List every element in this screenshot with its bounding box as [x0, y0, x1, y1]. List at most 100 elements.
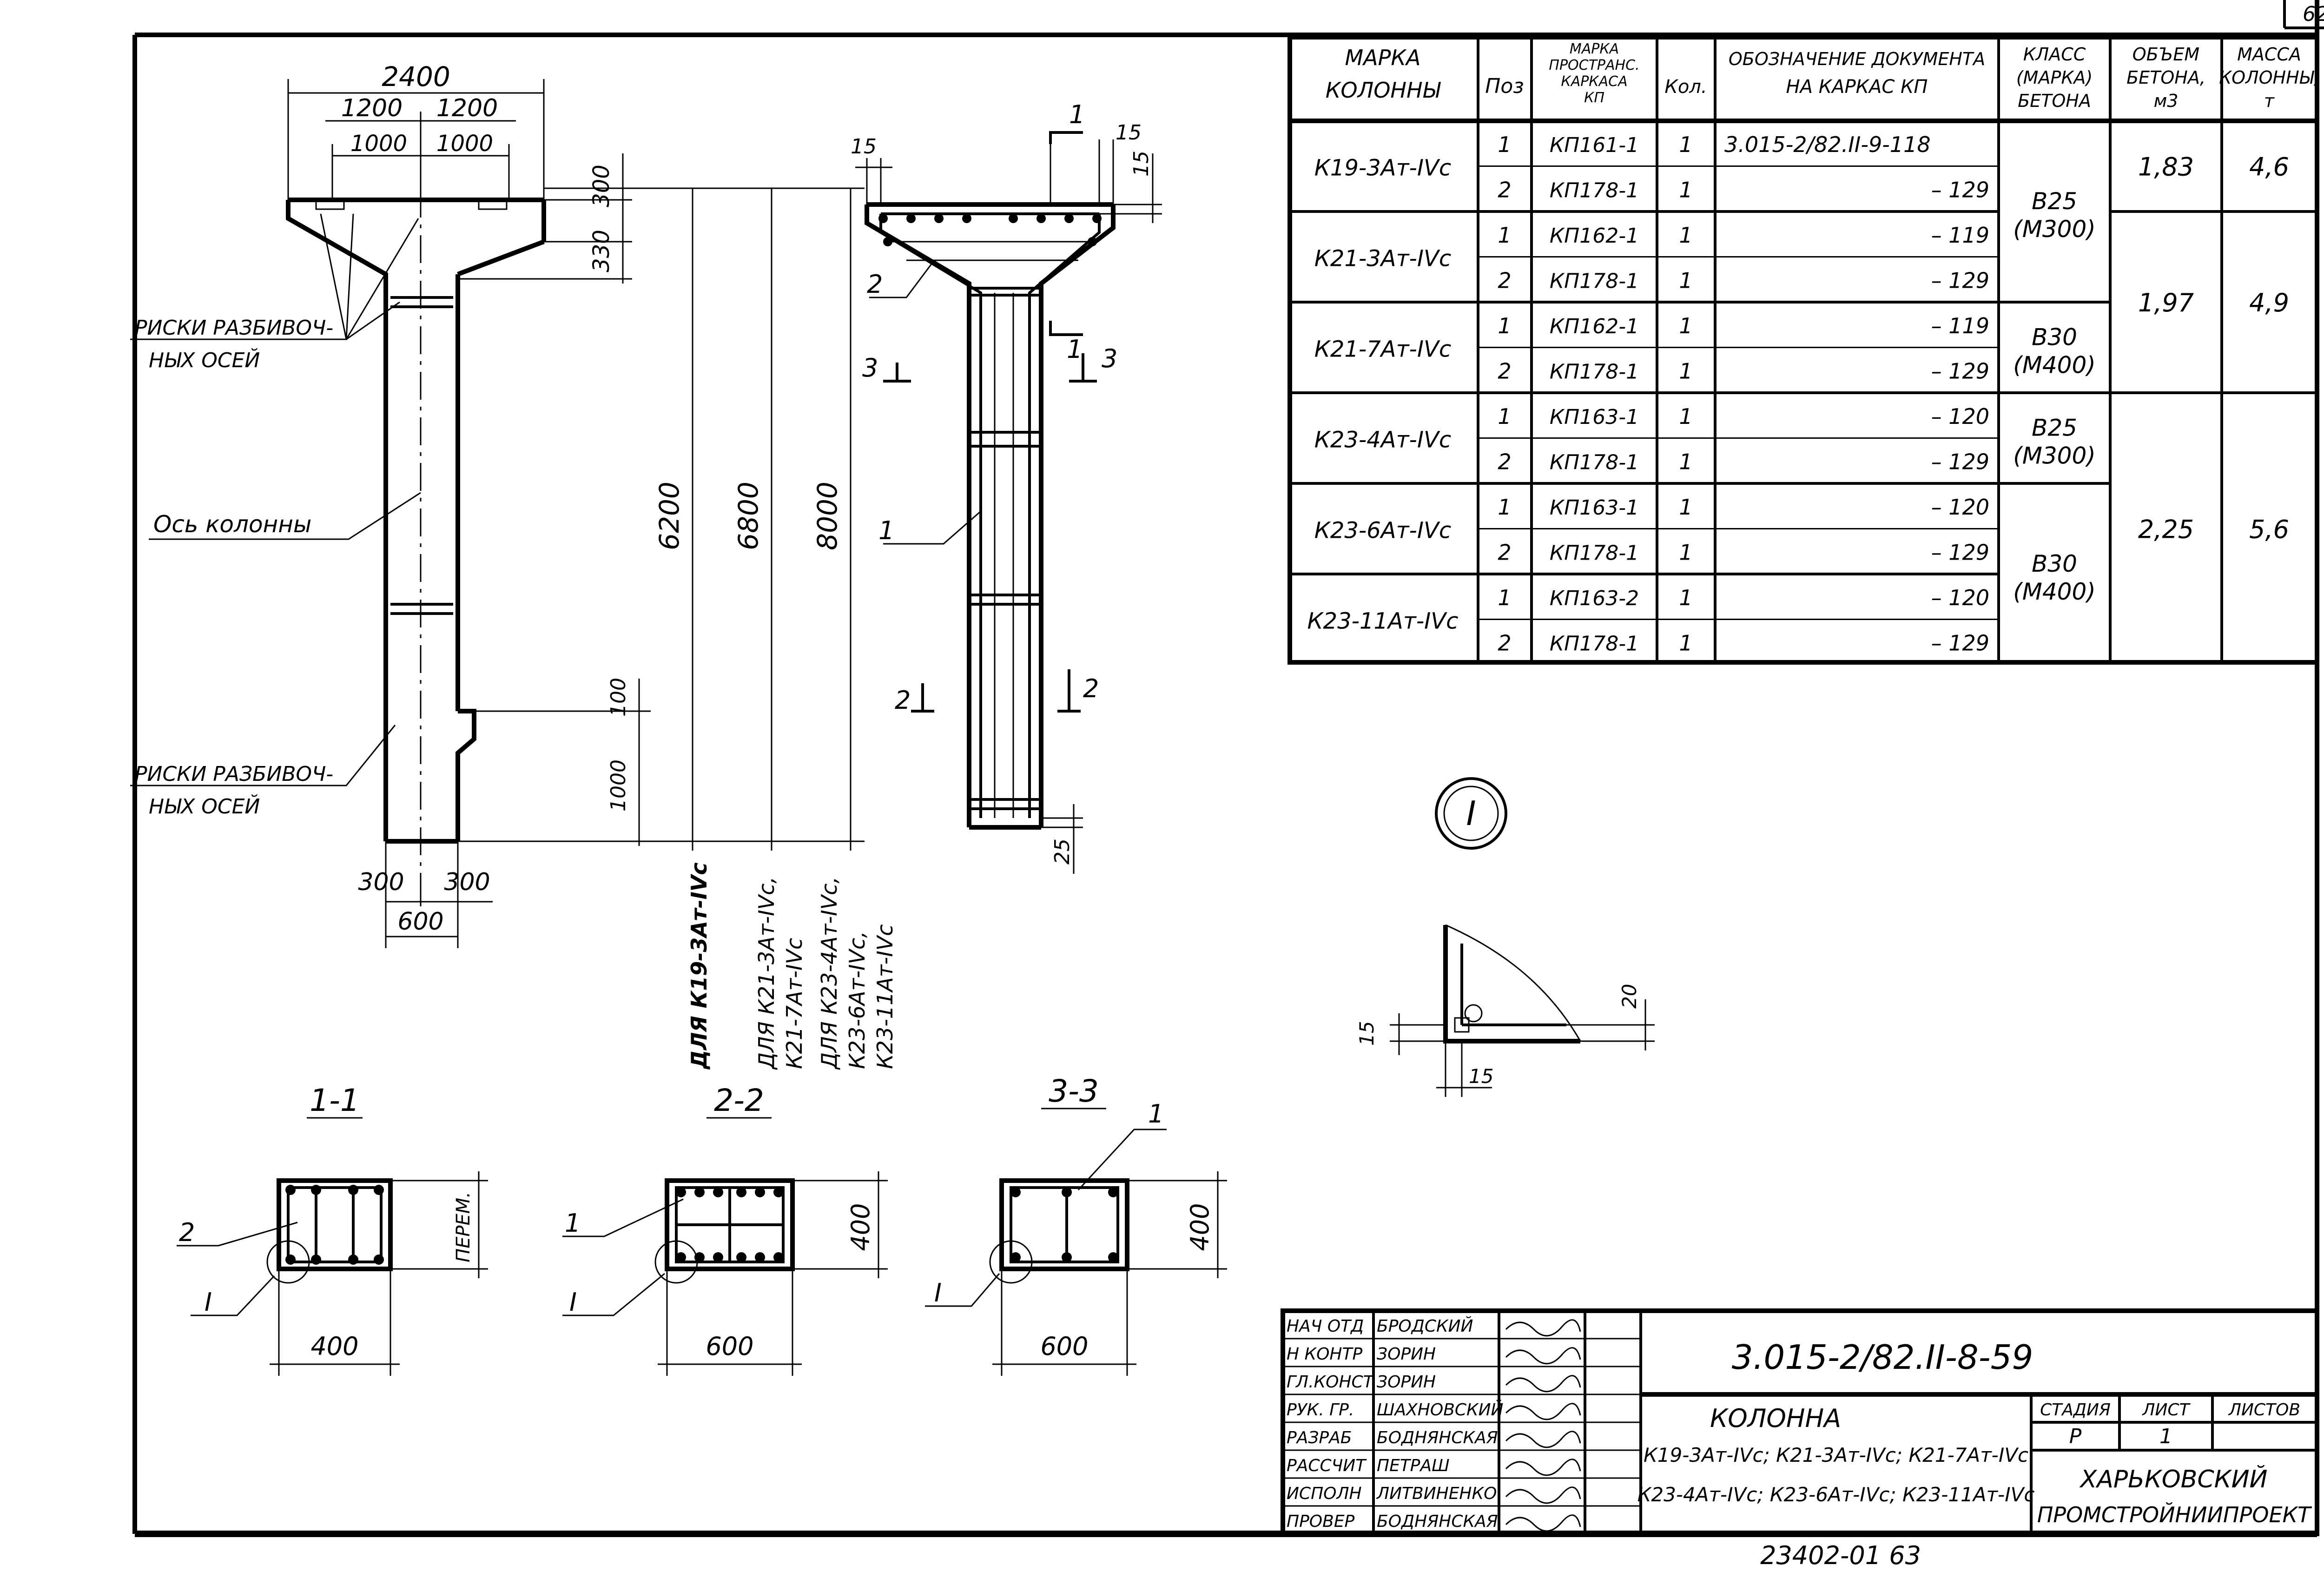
tb-name: ЗОРИН — [1377, 1373, 1436, 1392]
table-cell-kp: КП178-1 — [1550, 450, 1639, 474]
tb-name: БОДНЯНСКАЯ — [1377, 1512, 1498, 1531]
hdr-kp-4: КП — [1584, 90, 1604, 106]
section-1-1-detail: I — [205, 1287, 212, 1317]
tb-role: РУК. ГР. — [1287, 1400, 1354, 1420]
table-cell-doc: – 119 — [1931, 313, 1989, 338]
dim-600-bottom: 600 — [397, 908, 443, 936]
detail-i: I 15 15 20 — [1355, 777, 1655, 1097]
dim-1200-left: 1200 — [341, 94, 403, 122]
tb-name-line1: К19-3Ат-IVс; К21-3Ат-IVс; К21-7Ат-IVс — [1644, 1444, 2028, 1466]
section-1-1-title: 1-1 — [310, 1083, 360, 1118]
dim-2400: 2400 — [382, 61, 450, 92]
label-risk-bot-1: РИСКИ РАЗБИВОЧ- — [135, 762, 333, 786]
concrete-mark: (М400) — [2013, 352, 2096, 379]
table-cell-kp: КП178-1 — [1550, 632, 1639, 655]
height-6200: 6200 — [654, 482, 685, 550]
table-cell-doc: – 119 — [1931, 223, 1989, 248]
table-cell-pos: 2 — [1498, 177, 1511, 202]
table-col-mark: К21-3Ат-IVс — [1314, 246, 1452, 272]
hdr-vol-3: м3 — [2154, 91, 2179, 111]
tb-role: ИСПОЛН — [1287, 1484, 1362, 1503]
hdr-mark-2: КОЛОННЫ — [1326, 78, 1441, 103]
height-for-k23b: К23-6Ат-IVс, — [845, 931, 870, 1069]
tb-name: ШАХНОВСКИЙ — [1377, 1400, 1503, 1420]
table-cell-pos: 1 — [1498, 585, 1511, 610]
tb-name: ПЕТРАШ — [1377, 1456, 1450, 1475]
label-risk-top-1: РИСКИ РАЗБИВОЧ- — [135, 316, 333, 340]
dim-330-head: 330 — [588, 230, 614, 272]
dim-300-right: 300 — [444, 868, 490, 896]
signature-mark — [1505, 1319, 1581, 1337]
tb-role: НАЧ ОТД — [1287, 1317, 1364, 1336]
section-2-2-pos: 1 — [565, 1208, 581, 1238]
cage-cut-1a: 1 — [1069, 100, 1085, 129]
table-cell-kp: КП178-1 — [1550, 269, 1639, 293]
signature-mark — [1505, 1431, 1581, 1448]
tb-role: ПРОВЕР — [1287, 1512, 1355, 1531]
table-cell-doc: – 129 — [1931, 540, 1989, 565]
detail-dim-15b: 15 — [1469, 1065, 1493, 1088]
table-col-mark: К21-7Ат-IVс — [1314, 337, 1452, 363]
concrete-class: В30 — [2032, 324, 2077, 351]
concrete-class: В25 — [2032, 415, 2077, 442]
dim-300-head: 300 — [588, 165, 614, 207]
table-cell-kp: КП162-1 — [1550, 315, 1639, 338]
tb-stage-label: СТАДИЯ — [2040, 1400, 2111, 1420]
table-cell-qty: 1 — [1679, 540, 1692, 565]
hdr-pos: Поз — [1485, 74, 1524, 98]
tb-name-line2: К23-4Ат-IVс; К23-6Ат-IVс; К23-11Ат-IVс — [1637, 1483, 2035, 1506]
cage-cut-3b: 3 — [1102, 344, 1117, 373]
dim-1000-left: 1000 — [350, 131, 407, 157]
table-cell-qty: 1 — [1679, 404, 1692, 429]
tb-sheet-label: ЛИСТ — [2141, 1400, 2191, 1420]
cage-dim-15c: 15 — [1129, 151, 1153, 177]
section-3-3-height: 400 — [1185, 1203, 1215, 1251]
table-cell-kp: КП161-1 — [1550, 133, 1639, 157]
detail-i-marker: I — [1466, 794, 1476, 833]
hdr-kp-1: МАРКА — [1570, 41, 1619, 57]
table-cell-kp: КП178-1 — [1550, 541, 1639, 565]
cage-cut-2b: 2 — [1083, 674, 1099, 703]
title-block: 3.015-2/82.II-8-59 КОЛОННА К19-3Ат-IVс; … — [1281, 1308, 2319, 1536]
label-risk-bot-2: НЫХ ОСЕЙ — [149, 794, 260, 819]
tb-name: ЗОРИН — [1377, 1345, 1436, 1364]
table-cell-kp: КП163-2 — [1550, 587, 1639, 610]
column-elevation: 2400 1200 1200 1000 1000 300 330 300 300… — [130, 61, 898, 1070]
concrete-class: В30 — [2032, 550, 2077, 577]
signature-mark — [1505, 1486, 1581, 1504]
concrete-mark: (М300) — [2013, 442, 2096, 469]
table-cell-kp: КП163-1 — [1550, 405, 1639, 429]
label-risk-top-2: НЫХ ОСЕЙ — [149, 348, 260, 372]
table-volume: 2,25 — [2138, 515, 2194, 544]
cage-view: 1 1 3 3 2 2 2 1 15 15 15 25 — [851, 100, 1162, 874]
section-3-3-pos: 1 — [1148, 1099, 1164, 1129]
tb-role: РАЗРАБ — [1287, 1428, 1352, 1447]
table-cell-qty: 1 — [1679, 268, 1692, 293]
table-mass: 4,6 — [2249, 152, 2289, 182]
signature-mark — [1505, 1459, 1581, 1476]
table-cell-qty: 1 — [1679, 177, 1692, 202]
table-cell-pos: 2 — [1498, 449, 1511, 474]
table-cell-doc: 3.015-2/82.II-9-118 — [1724, 132, 1931, 157]
height-8000: 8000 — [812, 482, 843, 550]
tb-role: Н КОНТР — [1287, 1345, 1362, 1364]
dim-300-left: 300 — [358, 868, 404, 896]
dim-1200-right: 1200 — [436, 94, 498, 122]
archive-number: 23402-01 63 — [1760, 1541, 1921, 1570]
hdr-class-2: (МАРКА) — [2016, 67, 2093, 88]
cage-cut-3a: 3 — [862, 353, 878, 383]
table-cell-doc: – 120 — [1931, 585, 1989, 610]
signature-mark — [1505, 1347, 1581, 1365]
signature-mark — [1505, 1375, 1581, 1393]
dim-100: 100 — [607, 678, 630, 717]
tb-role: ГЛ.КОНСТ — [1287, 1373, 1375, 1392]
dim-1000-low: 1000 — [607, 759, 630, 812]
tb-org-1: ХАРЬКОВСКИЙ — [2079, 1465, 2268, 1493]
table-cell-qty: 1 — [1679, 132, 1692, 157]
cage-pos-2: 2 — [867, 270, 883, 299]
tb-sheets-label: ЛИСТОВ — [2228, 1400, 2300, 1420]
cage-pos-1: 1 — [878, 516, 894, 545]
table-cell-doc: – 129 — [1931, 268, 1989, 293]
dim-1000-right: 1000 — [436, 131, 493, 157]
table-cell-doc: – 129 — [1931, 449, 1989, 474]
